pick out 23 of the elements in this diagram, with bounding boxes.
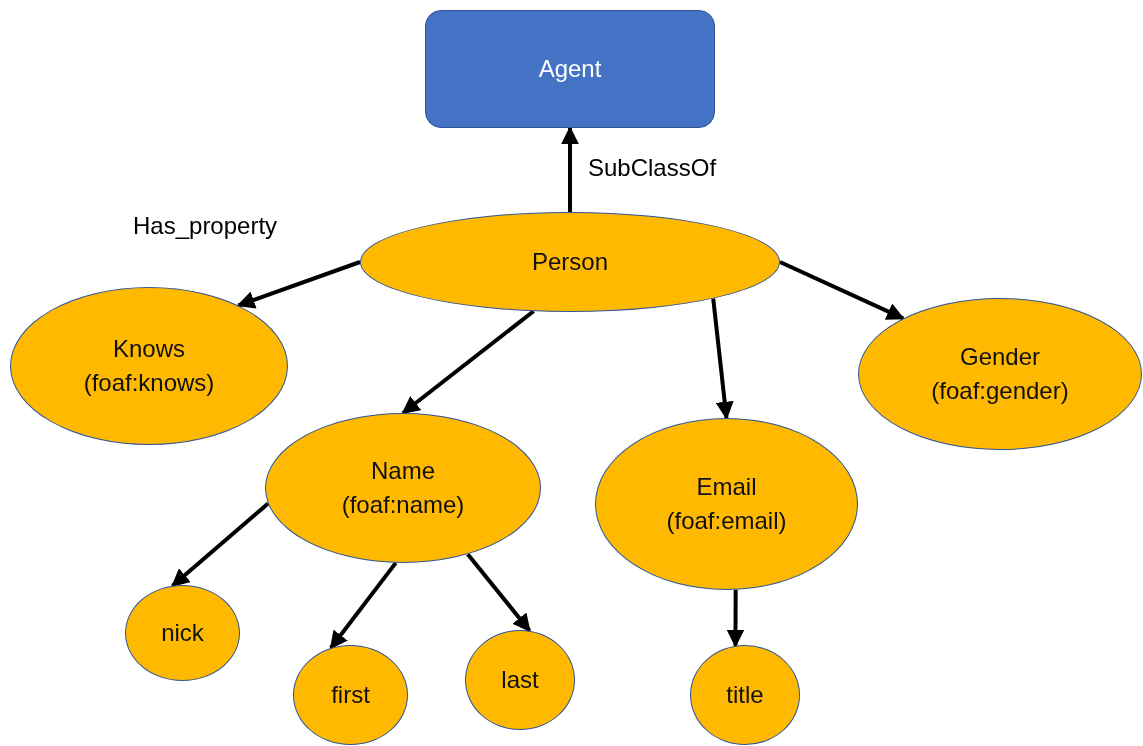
node-label: nick bbox=[161, 618, 204, 649]
node-label: first bbox=[331, 680, 370, 711]
arrow bbox=[236, 260, 361, 309]
node-label: Gender bbox=[959, 342, 1041, 373]
arrow bbox=[779, 260, 905, 321]
node-label: Knows bbox=[112, 334, 185, 365]
node-label: Agent bbox=[538, 54, 602, 85]
node-label: title bbox=[726, 680, 764, 711]
node-label: Person bbox=[531, 247, 608, 278]
arrow bbox=[171, 502, 270, 588]
node-label: (foaf:knows) bbox=[83, 368, 215, 398]
arrow bbox=[711, 298, 734, 420]
arrow bbox=[329, 561, 398, 650]
node-label: Name bbox=[371, 456, 435, 487]
node-label: (foaf:gender) bbox=[931, 376, 1069, 406]
node-label: last bbox=[501, 665, 539, 696]
arrow bbox=[561, 126, 579, 212]
arrow bbox=[726, 589, 745, 648]
node-label: Email bbox=[696, 472, 757, 503]
arrow bbox=[466, 552, 532, 633]
class-box bbox=[425, 10, 715, 128]
node-label: (foaf:name) bbox=[341, 490, 465, 520]
node-label: (foaf:email) bbox=[666, 506, 787, 536]
